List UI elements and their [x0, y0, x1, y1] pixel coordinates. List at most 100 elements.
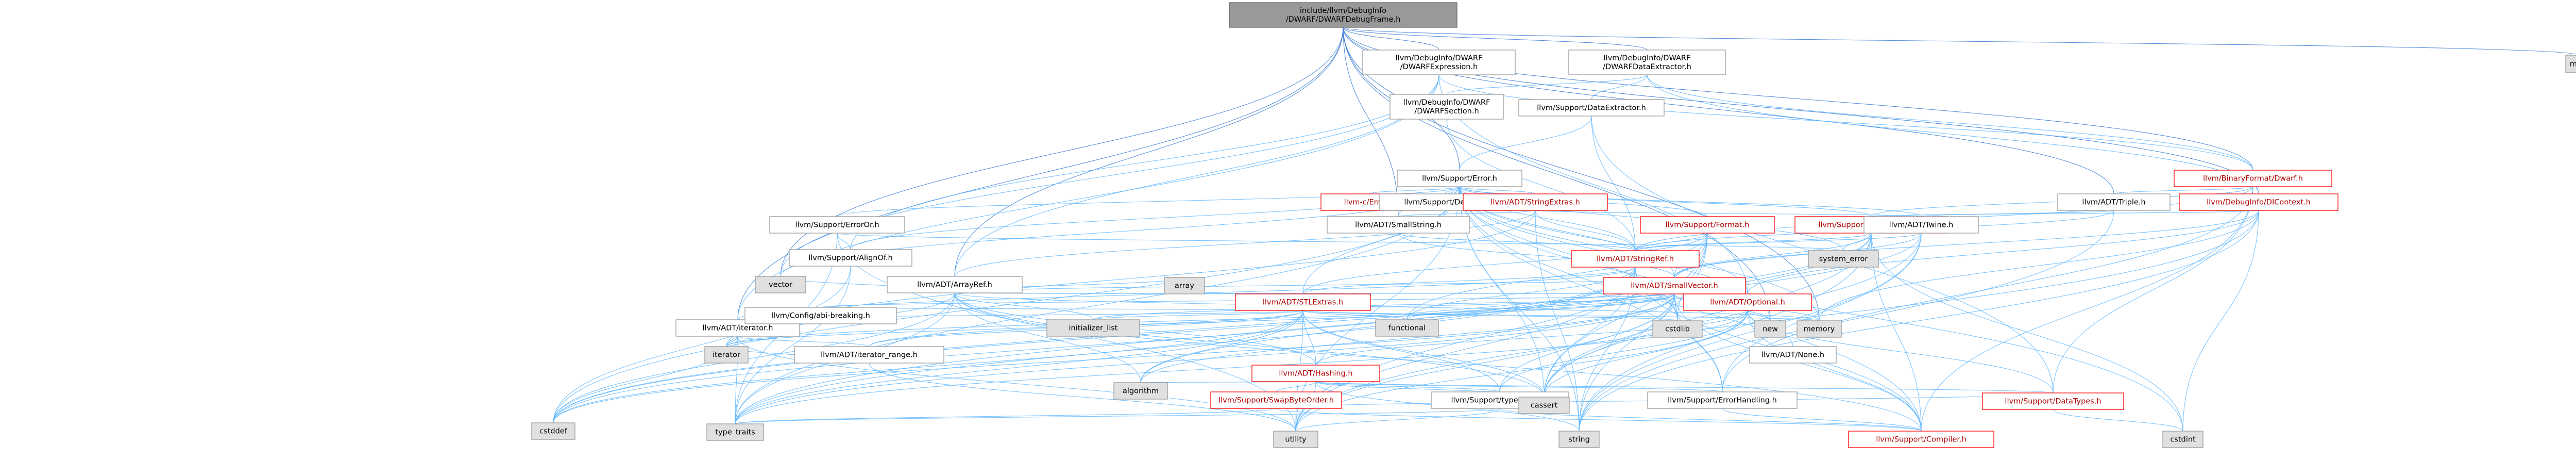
node-label: llvm/Support/DataExtractor.h — [1537, 104, 1646, 112]
edge-n31-to-n40 — [1499, 310, 1748, 392]
node-llvm-adt-arrayref-h[interactable]: llvm/ADT/ArrayRef.h — [887, 276, 1023, 293]
node-llvm-support-errorhandling-h[interactable]: llvm/Support/ErrorHandling.h — [1647, 391, 1798, 409]
node-llvm-adt-stringref-h[interactable]: llvm/ADT/StringRef.h — [1571, 250, 1700, 268]
node-box — [2162, 431, 2204, 448]
edge-n22-to-n41 — [954, 292, 1545, 398]
node-label: iterator — [713, 351, 740, 359]
node-cstddef: cstddef — [531, 422, 575, 440]
node-box — [1375, 319, 1439, 337]
node-system-error: system_error — [1808, 250, 1879, 268]
node-llvm-support-error-h[interactable]: llvm/Support/Error.h — [1397, 170, 1522, 187]
node-label: map — [2570, 60, 2576, 69]
node-llvm-support-alignof-h[interactable]: llvm/Support/AlignOf.h — [789, 249, 912, 267]
edge-n0-to-n36 — [1343, 27, 1771, 321]
node-new: new — [1754, 320, 1786, 338]
node-llvm-support-erroror-h[interactable]: llvm/Support/ErrorOr.h — [769, 216, 905, 234]
node-llvm-binaryformat-dwarf-h[interactable]: llvm/BinaryFormat/Dwarf.h — [2174, 170, 2332, 187]
node-llvm-adt-stringextras-h[interactable]: llvm/ADT/StringExtras.h — [1463, 193, 1608, 211]
edge-n25-to-n38 — [1140, 310, 1303, 383]
node-llvm-debuginfo-dicontext-h[interactable]: llvm/DebugInfo/DIContext.h — [2179, 193, 2338, 211]
edge-n15-to-n49 — [1871, 233, 2183, 432]
node-box — [1683, 293, 1812, 311]
edge-n6-to-n43 — [2053, 186, 2253, 393]
node-cstdint: cstdint — [2162, 431, 2204, 448]
node-llvm-adt-triple-h[interactable]: llvm/ADT/Triple.h — [2057, 193, 2171, 211]
node-type-traits: type_traits — [706, 423, 764, 441]
node-box — [1571, 250, 1700, 268]
node-llvm-support-compiler-h[interactable]: llvm/Support/Compiler.h — [1848, 431, 1994, 448]
edge-n34-to-n43 — [1315, 381, 2054, 393]
node-label: llvm/ADT/StringRef.h — [1597, 255, 1674, 264]
node-box — [1568, 50, 1726, 75]
edge-n24-to-n33 — [869, 293, 1675, 347]
node-llvm-support-dataextractor-h[interactable]: llvm/Support/DataExtractor.h — [1518, 99, 1665, 117]
node-llvm-adt-twine-h[interactable]: llvm/ADT/Twine.h — [1863, 216, 1979, 234]
edge-n2-to-n5 — [1591, 74, 1648, 100]
node-box — [1749, 346, 1837, 364]
node-box — [2565, 55, 2576, 73]
edge-n11-to-n17 — [1921, 210, 2114, 217]
edge-n22-to-n44 — [553, 292, 955, 423]
edge-n0-to-n26 — [737, 27, 1344, 320]
node-box — [1797, 320, 1842, 338]
node-box — [1397, 170, 1522, 187]
edge-n25-to-n41 — [1302, 310, 1545, 398]
node-llvm-debuginfo-dwarf-dwarfdataextractor-h[interactable]: llvm/DebugInfo/DWARF/DWARFDataExtractor.… — [1568, 50, 1726, 75]
edge-n2-to-n4 — [1446, 74, 1648, 95]
node-label: llvm/Support/Format.h — [1666, 221, 1750, 229]
edge-n18-to-n45 — [735, 266, 851, 424]
node-label: llvm/DebugInfo/DWARF — [1403, 98, 1490, 107]
node-box — [2174, 170, 2332, 187]
node-box — [1251, 365, 1380, 382]
edge-n18-to-n44 — [553, 266, 851, 423]
node-box — [887, 276, 1023, 293]
edge-n17-to-n41 — [1544, 233, 1922, 398]
node-llvm-adt-hashing-h[interactable]: llvm/ADT/Hashing.h — [1251, 365, 1380, 382]
node-label: new — [1762, 325, 1778, 334]
node-llvm-debuginfo-dwarf-dwarfsection-h[interactable]: llvm/DebugInfo/DWARF/DWARFSection.h — [1389, 94, 1504, 120]
node-box — [1518, 99, 1665, 117]
node-llvm-support-format-h[interactable]: llvm/Support/Format.h — [1640, 216, 1775, 234]
node-llvm-adt-smallvector-h[interactable]: llvm/ADT/SmallVector.h — [1603, 277, 1746, 294]
node-llvm-support-datatypes-h[interactable]: llvm/Support/DataTypes.h — [1982, 392, 2124, 410]
node-label: string — [1568, 436, 1590, 444]
node-label: utility — [1285, 436, 1307, 444]
node-llvm-support-swapbyteorder-h[interactable]: llvm/Support/SwapByteOrder.h — [1210, 391, 1342, 409]
node-string: string — [1558, 431, 1600, 448]
node-label: llvm/Support/Compiler.h — [1876, 436, 1967, 444]
edge-n25-to-n29 — [1302, 310, 1408, 320]
node-box — [1273, 431, 1318, 448]
node-llvm-adt-iterator-range-h[interactable]: llvm/ADT/iterator_range.h — [794, 346, 944, 364]
node-label: llvm/ADT/StringExtras.h — [1490, 199, 1580, 207]
edge-n2-to-n12 — [1647, 74, 2259, 194]
edge-n20-to-n45 — [735, 267, 1636, 424]
node-label: llvm/ADT/Hashing.h — [1279, 370, 1352, 378]
edge-n25-to-n40 — [1302, 310, 1500, 392]
node-label: llvm/Support/DataTypes.h — [2005, 398, 2101, 406]
node-label: llvm/DebugInfo/DWARF — [1604, 54, 1691, 62]
edge-n10-to-n20 — [1535, 210, 1636, 251]
node-box — [1863, 216, 1979, 234]
node-label: cstdlib — [1665, 325, 1690, 334]
edge-n16-to-n25 — [1302, 233, 1708, 294]
header-nodes: include/llvm/DebugInfo/DWARF/DWARFDebugF… — [531, 2, 2576, 448]
node-llvm-adt-none-h[interactable]: llvm/ADT/None.h — [1749, 346, 1837, 364]
edge-n0-to-n3 — [1343, 27, 2576, 55]
edge-n22-to-n38 — [954, 292, 1141, 383]
node-llvm-debuginfo-dwarf-dwarfexpression-h[interactable]: llvm/DebugInfo/DWARF/DWARFExpression.h — [1362, 50, 1516, 75]
node-llvm-adt-optional-h[interactable]: llvm/ADT/Optional.h — [1683, 293, 1812, 311]
node-llvm-adt-stlextras-h[interactable]: llvm/ADT/STLExtras.h — [1235, 293, 1371, 311]
edge-n34-to-n40 — [1315, 381, 1500, 392]
node-box — [769, 216, 905, 234]
edge-n0-to-n2 — [1343, 27, 1648, 51]
node-label: include/llvm/DebugInfo — [1300, 7, 1386, 15]
edge-n15-to-n20 — [1635, 233, 1872, 251]
node-array: array — [1164, 277, 1205, 294]
node-llvm-adt-smallstring-h[interactable]: llvm/ADT/SmallString.h — [1327, 216, 1470, 234]
node-label: llvm/ADT/SmallVector.h — [1631, 282, 1718, 290]
node-llvm-config-abi-breaking-h[interactable]: llvm/Config/abi-breaking.h — [744, 307, 897, 324]
edge-n25-to-n37 — [1302, 310, 1820, 321]
node-box — [1647, 391, 1798, 409]
edge-n17-to-n44 — [553, 233, 1922, 423]
edge-n7-to-n15 — [1459, 186, 1872, 217]
